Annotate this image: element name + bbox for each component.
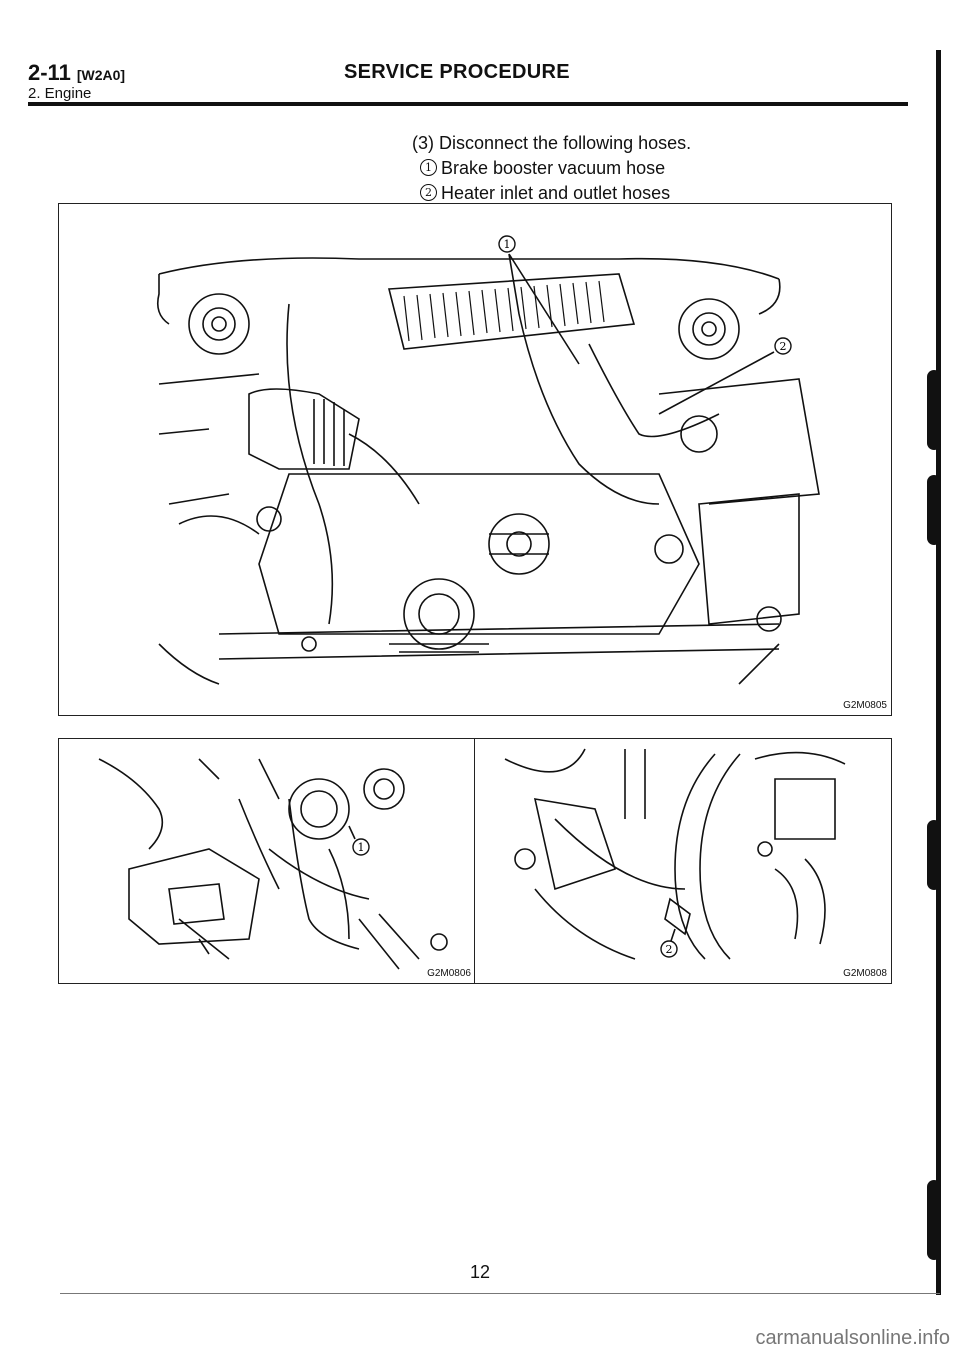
instruction-step: (3) Disconnect the following hoses. <box>412 133 692 153</box>
callout-number-1-icon: 1 <box>420 159 437 176</box>
figure-code: G2M0806 <box>427 968 471 979</box>
instruction-item-text: Heater inlet and outlet hoses <box>441 183 671 203</box>
right-figure: 2 G2M0808 <box>474 738 892 984</box>
callout-1-icon: 1 <box>352 838 370 856</box>
binding-tab <box>927 475 941 545</box>
instruction-item-2: 2 Heater inlet and outlet hoses <box>412 181 691 206</box>
binding-bar <box>936 50 941 1295</box>
instruction-block: (3) Disconnect the following hoses. 1 Br… <box>412 131 691 206</box>
callout-2-icon: 2 <box>774 337 792 355</box>
page-title: SERVICE PROCEDURE <box>344 61 570 83</box>
left-figure: 1 G2M0806 <box>58 738 476 984</box>
callout-1-label: 1 <box>358 841 365 854</box>
callout-2-icon: 2 <box>660 940 678 958</box>
binding-tab <box>927 820 941 890</box>
figure-code: G2M0808 <box>843 968 887 979</box>
section-number: 2-11 [W2A0] <box>28 60 125 86</box>
instruction-item-text: Brake booster vacuum hose <box>441 158 666 178</box>
section-number-text: 2-11 <box>28 60 71 85</box>
callout-2-label: 2 <box>780 340 787 353</box>
page-number: 12 <box>469 1262 491 1282</box>
brake-booster-illustration: 1 <box>98 758 448 970</box>
callout-number-2-icon: 2 <box>420 184 437 201</box>
binding-tab <box>927 370 941 450</box>
footer-rule <box>60 1293 940 1294</box>
watermark[interactable]: carmanualsonline.info <box>755 1327 950 1349</box>
subsection-title: 2. Engine <box>28 85 92 102</box>
heater-hose-illustration: 2 <box>504 748 846 960</box>
section-code: [W2A0] <box>76 67 126 83</box>
engine-bay-illustration: 1 2 <box>156 235 820 685</box>
callout-1-label: 1 <box>504 238 511 251</box>
callout-2-label: 2 <box>666 943 673 956</box>
instruction-item-1: 1 Brake booster vacuum hose <box>412 156 691 181</box>
figure-code: G2M0805 <box>843 700 887 711</box>
main-figure: 1 2 G2M0805 <box>58 203 892 716</box>
header-rule <box>28 102 908 106</box>
binding-tab <box>927 1180 941 1260</box>
callout-1-icon: 1 <box>498 235 516 253</box>
